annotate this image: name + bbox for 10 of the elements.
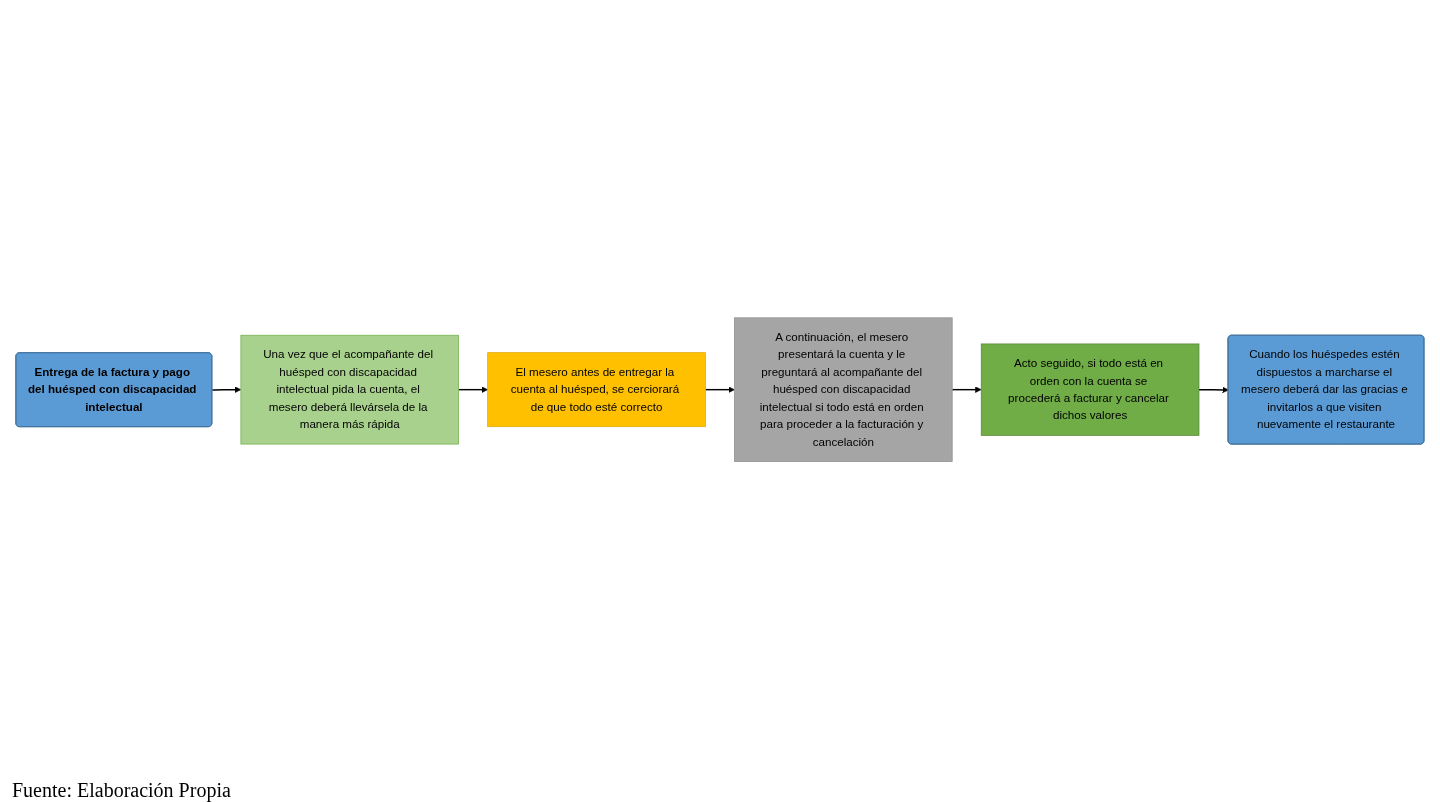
node-box: El mesero antes de entregar la cuenta al huésped, se cerciorará de que todo esté correcto (487, 352, 706, 427)
arrow (704, 386, 735, 393)
arrow (1198, 386, 1229, 393)
arrow (951, 386, 982, 393)
arrow (211, 386, 242, 393)
caption: Fuente: Elaboración Propia (11, 778, 232, 802)
node-box: Acto seguido, si todo está en orden con la cuenta se procederá a facturar y cancelar dichos valores (980, 343, 1200, 436)
node-box: A continuación, el mesero presentará la cuenta y le preguntará al acompañante del huésped con discapacidad intelectual si todo está en orden para proceder a la facturación y cancelación (734, 317, 953, 462)
arrow (457, 386, 488, 393)
node-box: Una vez que el acompañante del huésped con discapacidad intelectual pida la cuenta, el mesero deberá llevársela de la manera más rápida (240, 334, 460, 445)
